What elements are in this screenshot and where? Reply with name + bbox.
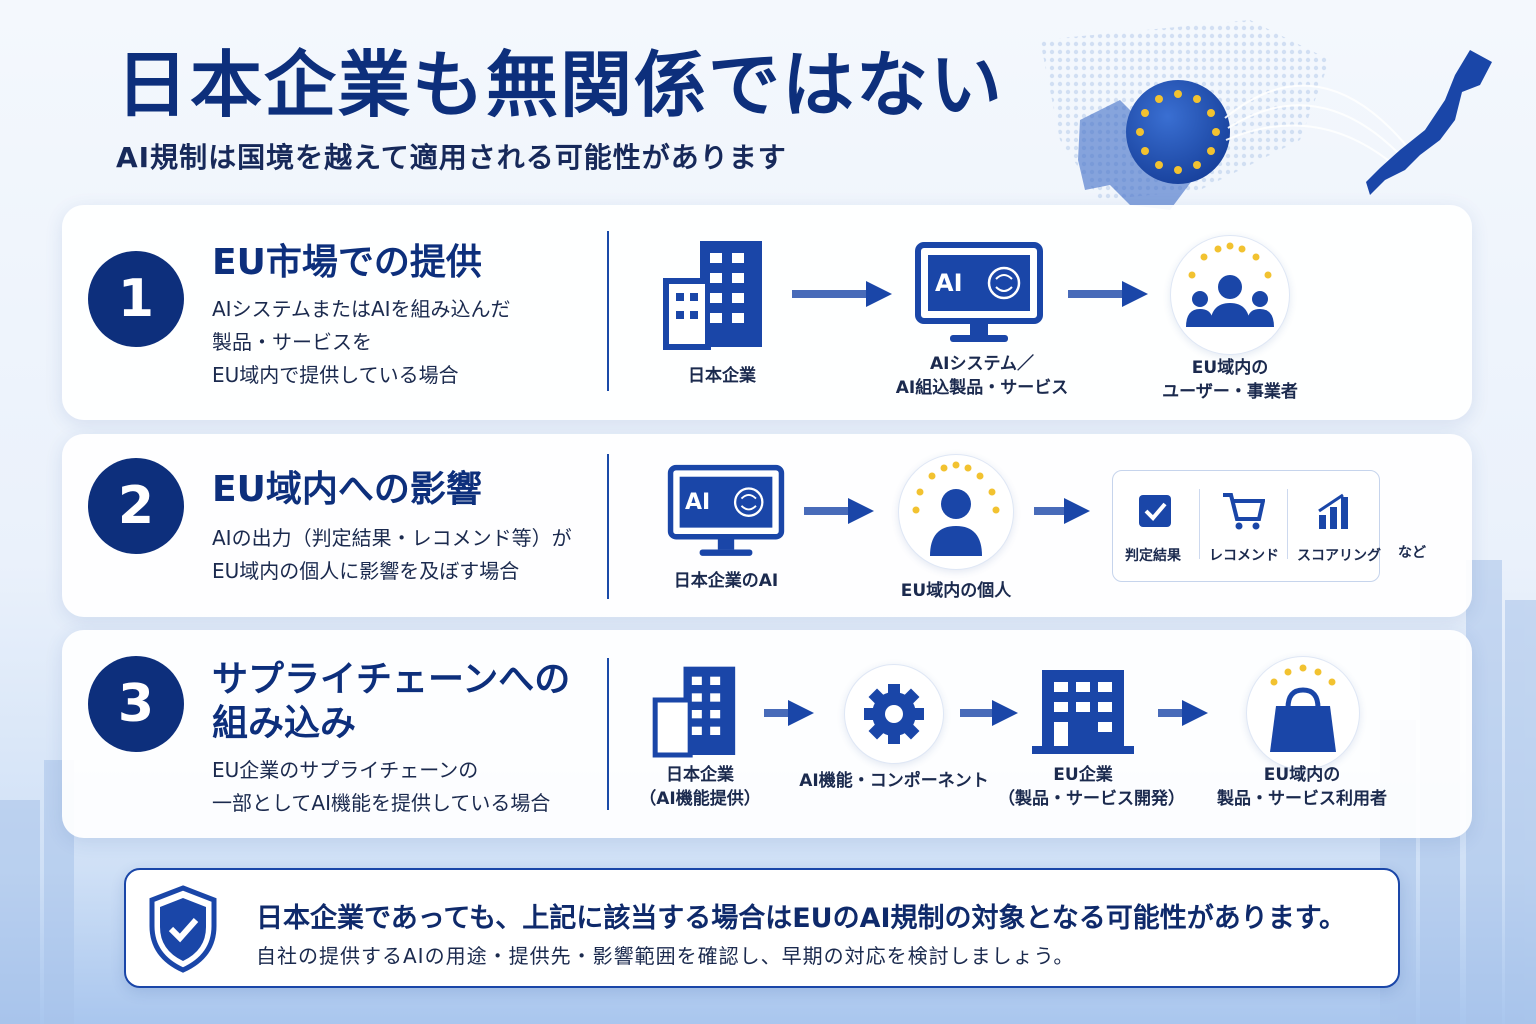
gear-icon: [864, 684, 924, 744]
card-heading: サプライチェーンへの 組み込み: [212, 659, 571, 744]
notice-box: 日本企業であっても、上記に該当する場合はEUのAI規制の対象となる可能性がありま…: [124, 868, 1400, 988]
shopping-bag-icon: [1270, 664, 1336, 752]
card-divider: [607, 231, 609, 391]
shopping-cart-icon: [1223, 493, 1265, 530]
card-description: AIの出力（判定結果・レコメンド等）が EU域内の個人に影響を及ぼす場合: [212, 526, 572, 583]
flow-label: AIシステム／ AI組込製品・サービス: [895, 354, 1069, 398]
separator: [1199, 489, 1200, 559]
europe-map: [1078, 100, 1200, 210]
card-heading: EU域内への影響: [212, 469, 482, 510]
flow-label: 日本企業 （AI機能提供）: [639, 765, 761, 809]
flow-label: EU域内の ユーザー・事業者: [1162, 358, 1298, 402]
shield-check-icon: [149, 885, 217, 973]
japan-map: [1366, 50, 1492, 195]
checkbox-icon: [1139, 495, 1171, 527]
result-judgment: 判定結果: [1113, 471, 1197, 583]
flow-label: 日本企業のAI: [673, 571, 779, 591]
card-divider: [607, 454, 609, 599]
building-icon: [663, 241, 762, 350]
results-box: 判定結果 レコメンド スコアリング: [1112, 470, 1381, 583]
card-number: 3: [88, 656, 184, 752]
flow-label: 日本企業: [688, 366, 756, 386]
notice-sub-text: 自社の提供するAIの用途・提供先・影響範囲を確認し、早期の対応を検討しましょう。: [256, 944, 1075, 968]
flow-label: EU域内の 製品・サービス利用者: [1217, 765, 1387, 809]
notice-main-text: 日本企業であっても、上記に該当する場合はEUのAI規制の対象となる可能性がありま…: [256, 903, 1347, 934]
ai-monitor-icon: [915, 242, 1043, 342]
eu-users-icon: [1186, 242, 1274, 327]
card-eu-market: 1 EU市場での提供 AIシステムまたはAIを組み込んだ 製品・サービスを EU…: [62, 205, 1472, 420]
monitor-ai-text: AI: [935, 269, 963, 297]
arrow-right-icon: [804, 498, 874, 524]
result-label: レコメンド: [1209, 548, 1279, 564]
monitor-ai-text: AI: [685, 490, 711, 515]
world-map-dots: [1040, 20, 1330, 200]
card-heading: EU市場での提供: [212, 242, 482, 283]
card-number: 2: [88, 458, 184, 554]
card-description: EU企業のサプライチェーンの 一部としてAI機能を提供している場合: [212, 758, 551, 815]
results-suffix: など: [1398, 545, 1426, 561]
arrow-right-icon: [1034, 498, 1090, 524]
card-eu-impact: 2 EU域内への影響 AIの出力（判定結果・レコメンド等）が EU域内の個人に影…: [62, 434, 1472, 617]
card-number: 1: [88, 251, 184, 347]
card-supply-chain: 3 サプライチェーンへの 組み込み EU企業のサプライチェーンの 一部としてAI…: [62, 630, 1472, 838]
eu-person-icon: [912, 461, 1000, 556]
eu-flag-stars: [1136, 90, 1220, 174]
card-description: AIシステムまたはAIを組み込んだ 製品・サービスを EU域内で提供している場合: [212, 297, 511, 387]
building-icon: [652, 666, 736, 758]
flow-label: EU域内の個人: [900, 581, 1012, 601]
arrow-right-icon: [960, 700, 1018, 726]
bar-chart-icon: [1318, 493, 1348, 529]
arrow-right-icon: [1068, 281, 1148, 307]
ai-monitor-icon: [667, 464, 785, 556]
connection-lines: [1224, 84, 1411, 171]
company-building-icon: [1032, 670, 1134, 754]
page-subtitle: AI規制は国境を越えて適用される可能性があります: [116, 141, 787, 174]
result-label: 判定結果: [1125, 548, 1181, 564]
card-divider: [607, 658, 609, 810]
arrow-right-icon: [1158, 700, 1208, 726]
flow-label: AI機能・コンポーネント: [799, 771, 989, 791]
arrow-right-icon: [764, 700, 814, 726]
arrow-right-icon: [792, 281, 892, 307]
result-recommend: レコメンド: [1201, 471, 1285, 583]
separator: [1287, 489, 1288, 559]
page-title: 日本企業も無関係ではない: [116, 43, 1005, 127]
eu-flag-globe: [1126, 80, 1230, 184]
result-scoring: スコアリング: [1289, 471, 1381, 583]
flow-label: EU企業 （製品・サービス開発）: [998, 765, 1185, 809]
result-label: スコアリング: [1297, 548, 1381, 564]
